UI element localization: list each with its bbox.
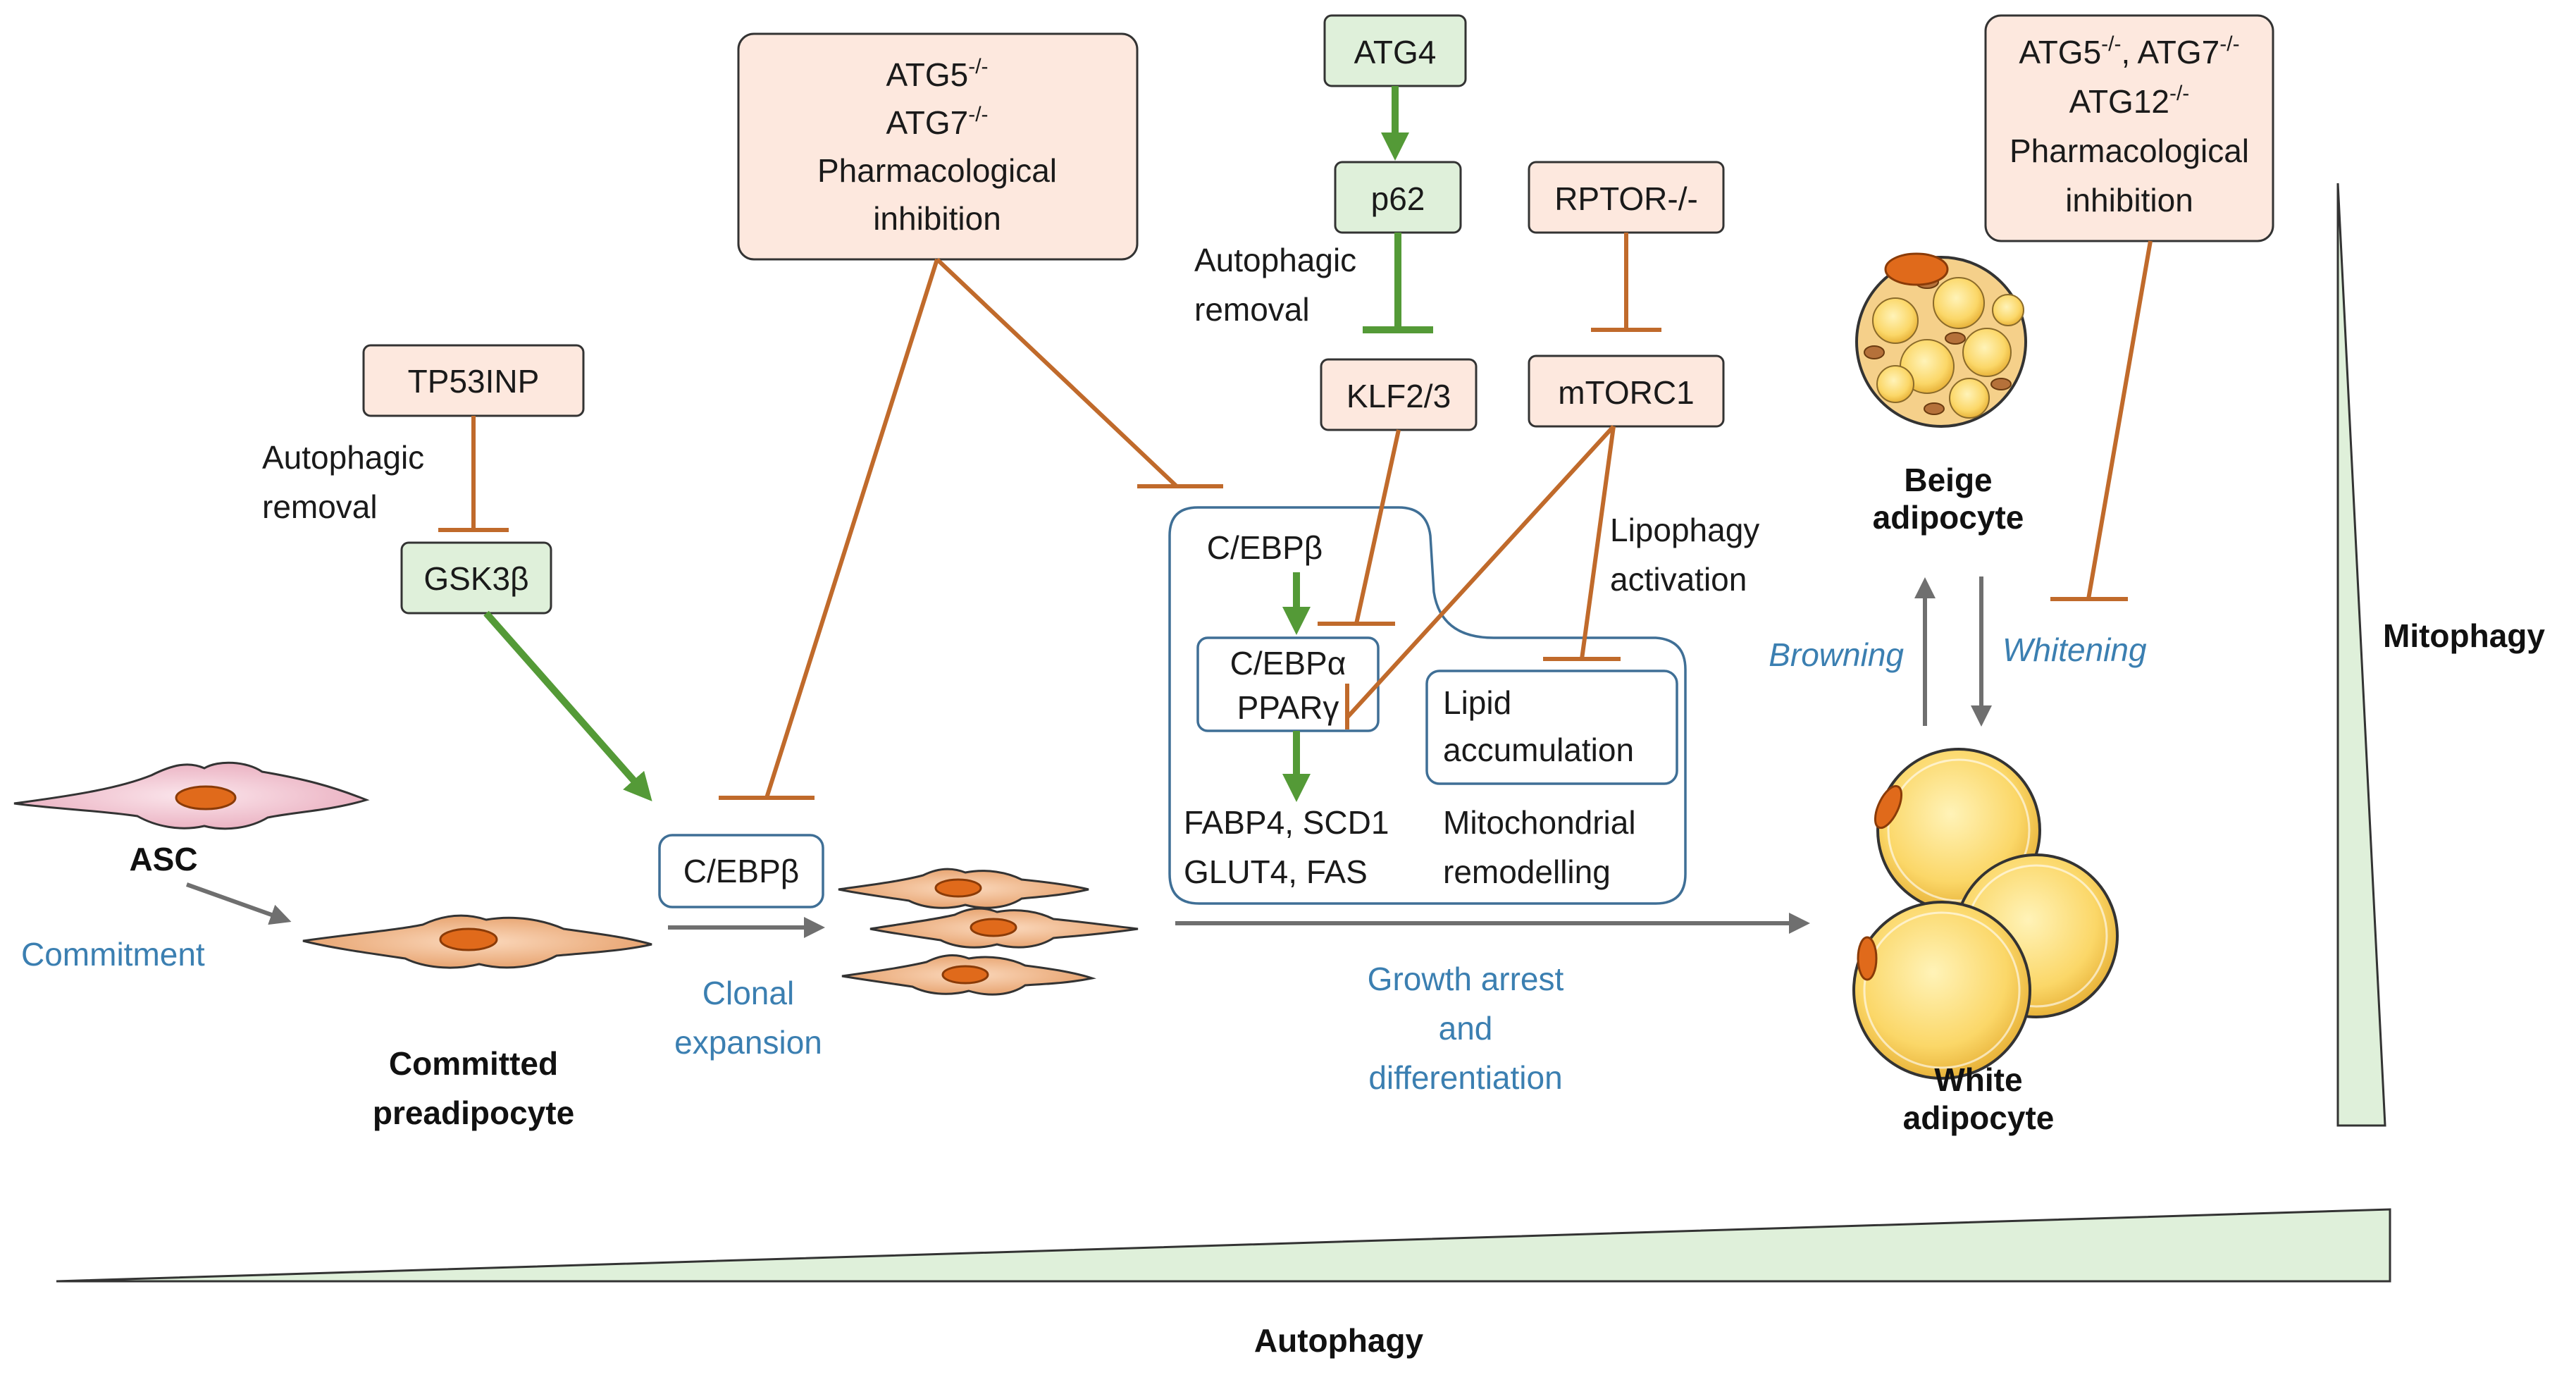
mito-remodelling-label-2: remodelling [1443,853,1611,890]
svg-text:KLF2/3: KLF2/3 [1346,378,1451,414]
mtorc1-box: mTORC1 [1528,354,1725,428]
mito-remodelling-label-1: Mitochondrial [1443,804,1636,841]
beige-label-2: adipocyte [1873,499,2024,536]
svg-text:TP53INP: TP53INP [408,363,540,400]
lipid-accumulation-box: Lipid accumulation [1425,670,1678,785]
lipophagy-label-1: Lipophagy [1610,512,1759,548]
atg-inhibits-cebpb-line [764,259,939,799]
mitophagy-gradient-triangle [2336,183,2386,1127]
browning-label: Browning [1769,636,1904,673]
gsk3b-activation-arrow [483,610,652,801]
svg-text:mTORC1: mTORC1 [1558,374,1694,411]
white-label-2: adipocyte [1903,1099,2055,1136]
genes-label-2: GLUT4, FAS [1184,853,1368,890]
atg-inhibition-box-right: ATG5-/-, ATG7-/- ATG12-/- Pharmacologica… [1984,14,2274,242]
svg-text:C/EBPα: C/EBPα [1230,645,1346,682]
committed-label-1: Committed [389,1045,558,1082]
rptor-box: RPTOR-/- [1528,161,1725,234]
mtorc1-inhibits-cebpa-line [1345,424,1616,720]
white-adipocyte-icon [1852,748,2119,1080]
autophagic-removal-mid-1: Autophagic [1194,242,1356,278]
svg-text:ATG7-/-: ATG7-/- [886,103,988,141]
svg-text:inhibition: inhibition [2065,182,2193,218]
clonal-label-1: Clonal [702,975,794,1011]
svg-text:GSK3β: GSK3β [423,560,528,597]
beige-label-1: Beige [1904,462,1992,498]
autophagic-removal-mid-2: removal [1194,291,1310,328]
asc-label: ASC [129,841,197,877]
mitophagy-label: Mitophagy [2383,617,2545,654]
atg-inhibits-differentiation-line [935,257,1179,488]
svg-text:ATG12-/-: ATG12-/- [2069,82,2190,120]
autophagy-label: Autophagy [1254,1322,1424,1359]
svg-text:ATG5-/-: ATG5-/- [886,55,988,93]
autophagic-removal-left-1: Autophagic [262,439,424,476]
cebpa-ppar-box: C/EBPα PPARγ [1196,636,1380,732]
beige-adipocyte-icon [1855,252,2027,428]
p62-box: p62 [1334,161,1462,234]
genes-label-1: FABP4, SCD1 [1184,804,1389,841]
atg-inhibits-whitening-line [2086,240,2153,600]
asc-cell-icon [13,761,370,830]
svg-text:p62: p62 [1371,180,1425,217]
svg-text:RPTOR-/-: RPTOR-/- [1554,180,1698,217]
whitening-label: Whitening [2002,631,2147,668]
clonal-label-2: expansion [674,1024,822,1061]
growth-label-2: and [1439,1010,1493,1047]
commitment-arrow [185,882,292,925]
autophagic-removal-left-2: removal [262,488,378,525]
lipophagy-label-2: activation [1610,561,1747,598]
svg-text:C/EBPβ: C/EBPβ [683,853,800,889]
gsk3b-box: GSK3β [400,541,552,615]
svg-text:accumulation: accumulation [1443,732,1634,768]
klf-box: KLF2/3 [1320,358,1478,431]
commitment-label: Commitment [21,936,205,973]
svg-text:Pharmacological: Pharmacological [2010,132,2249,169]
growth-label-3: differentiation [1368,1059,1562,1096]
cebpb-small-box: C/EBPβ [658,834,824,908]
svg-text:inhibition: inhibition [873,200,1001,237]
white-label-1: White [1934,1061,2022,1098]
klf-inhibition-line [1354,429,1401,624]
svg-text:ATG4: ATG4 [1354,34,1437,70]
atg-inhibition-box-top: ATG5-/- ATG7-/- Pharmacological inhibiti… [737,32,1139,261]
svg-text:Pharmacological: Pharmacological [817,152,1057,189]
expanded-cells-icon [838,868,1139,996]
committed-label-2: preadipocyte [373,1095,574,1131]
svg-text:PPARγ: PPARγ [1237,689,1339,726]
growth-label-1: Growth arrest [1368,961,1564,997]
committed-preadipocyte-icon [302,914,652,969]
mtorc1-lipophagy-line [1580,426,1616,660]
svg-text:ATG5-/-, ATG7-/-: ATG5-/-, ATG7-/- [2019,32,2239,70]
tp53inp-box: TP53INP [362,344,585,417]
atg4-box: ATG4 [1323,14,1467,87]
cebpb-big-label: C/EBPβ [1207,529,1323,566]
svg-text:Lipid: Lipid [1443,684,1511,721]
autophagy-gradient-triangle [56,1208,2391,1283]
